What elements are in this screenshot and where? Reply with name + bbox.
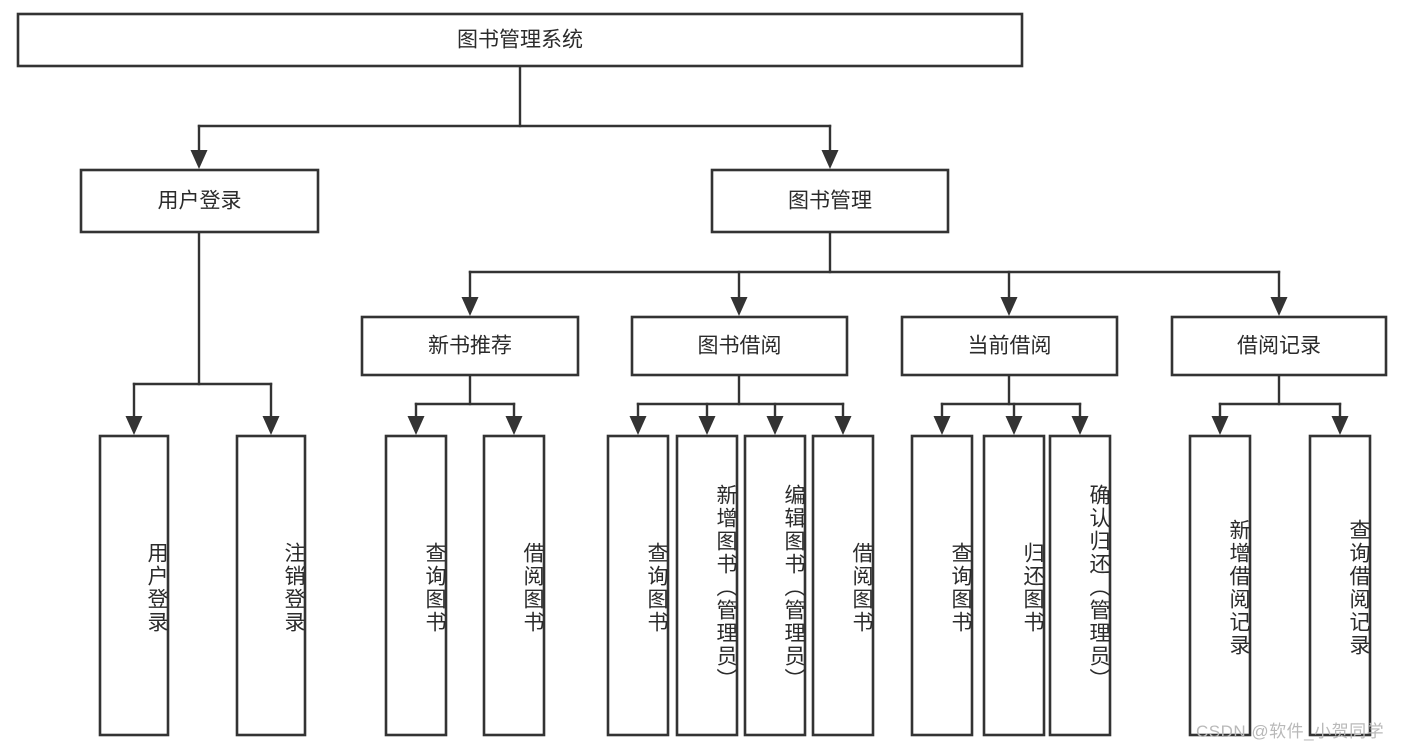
- connector-current-to-leaves: [933, 373, 1089, 435]
- node-box-归还图书[interactable]: [982, 434, 1046, 737]
- node-box-图书管理系统[interactable]: [16, 12, 1024, 68]
- node-leaf-6[interactable]: [675, 434, 739, 737]
- connector-borrow-to-leaves: [629, 373, 852, 435]
- connector-newbook-to-leaves: [407, 373, 523, 435]
- node-label-借阅记录: 借阅记录: [1237, 335, 1321, 358]
- node-box-确认归还管理员[interactable]: [1048, 434, 1112, 737]
- node-box-查询借阅记录[interactable]: [1308, 434, 1372, 737]
- node-box-注销登录[interactable]: [235, 434, 307, 737]
- node-box-借阅图书[interactable]: [811, 434, 875, 737]
- connector-record-to-leaves: [1211, 373, 1349, 435]
- node-box-查询图书[interactable]: [910, 434, 974, 737]
- node-box-用户登录[interactable]: [98, 434, 170, 737]
- node-box-借阅图书[interactable]: [482, 434, 546, 737]
- node-level2-2[interactable]: 图书管理: [710, 168, 950, 234]
- node-leaf-12[interactable]: [1188, 434, 1252, 737]
- node-leaf-7[interactable]: [743, 434, 807, 737]
- node-box-新增借阅记录[interactable]: [1188, 434, 1252, 737]
- node-level2-1[interactable]: 用户登录: [79, 168, 320, 234]
- node-leaf-8[interactable]: [811, 434, 875, 737]
- node-leaf-13[interactable]: [1308, 434, 1372, 737]
- node-label-图书管理: 图书管理: [788, 190, 872, 213]
- node-label-图书管理系统: 图书管理系统: [457, 29, 583, 52]
- node-box-借阅记录[interactable]: [1170, 315, 1388, 377]
- connector-layer: [125, 64, 1349, 435]
- node-label-当前借阅: 当前借阅: [968, 335, 1052, 358]
- csdn-watermark: CSDN @软件_小贺同学: [1196, 722, 1385, 741]
- node-leaf-5[interactable]: [606, 434, 670, 737]
- connector-root-to-level2: [190, 64, 839, 169]
- node-box-用户登录[interactable]: [79, 168, 320, 234]
- node-box-新增图书管理员[interactable]: [675, 434, 739, 737]
- node-label-新书推荐: 新书推荐: [428, 335, 512, 358]
- node-leaf-11[interactable]: [1048, 434, 1112, 737]
- node-box-图书借阅[interactable]: [630, 315, 849, 377]
- node-level3-1[interactable]: 新书推荐: [360, 315, 580, 377]
- node-level3-2[interactable]: 图书借阅: [630, 315, 849, 377]
- node-level3-4[interactable]: 借阅记录: [1170, 315, 1388, 377]
- node-level3-3[interactable]: 当前借阅: [900, 315, 1119, 377]
- node-leaf-4[interactable]: [482, 434, 546, 737]
- node-box-新书推荐[interactable]: [360, 315, 580, 377]
- node-leaf-3[interactable]: [384, 434, 448, 737]
- node-box-查询图书[interactable]: [384, 434, 448, 737]
- node-leaf-2[interactable]: [235, 434, 307, 737]
- node-leaf-1[interactable]: [98, 434, 170, 737]
- connector-bookmgmt-to-level3: [461, 230, 1288, 316]
- node-box-查询图书[interactable]: [606, 434, 670, 737]
- node-root-1[interactable]: 图书管理系统: [16, 12, 1024, 68]
- node-leaf-10[interactable]: [982, 434, 1046, 737]
- node-box-图书管理[interactable]: [710, 168, 950, 234]
- node-label-用户登录: 用户登录: [158, 190, 242, 213]
- connector-userlogin-to-leaves: [125, 230, 280, 435]
- node-leaf-9[interactable]: [910, 434, 974, 737]
- node-box-编辑图书管理员[interactable]: [743, 434, 807, 737]
- node-box-当前借阅[interactable]: [900, 315, 1119, 377]
- node-label-图书借阅: 图书借阅: [698, 335, 782, 358]
